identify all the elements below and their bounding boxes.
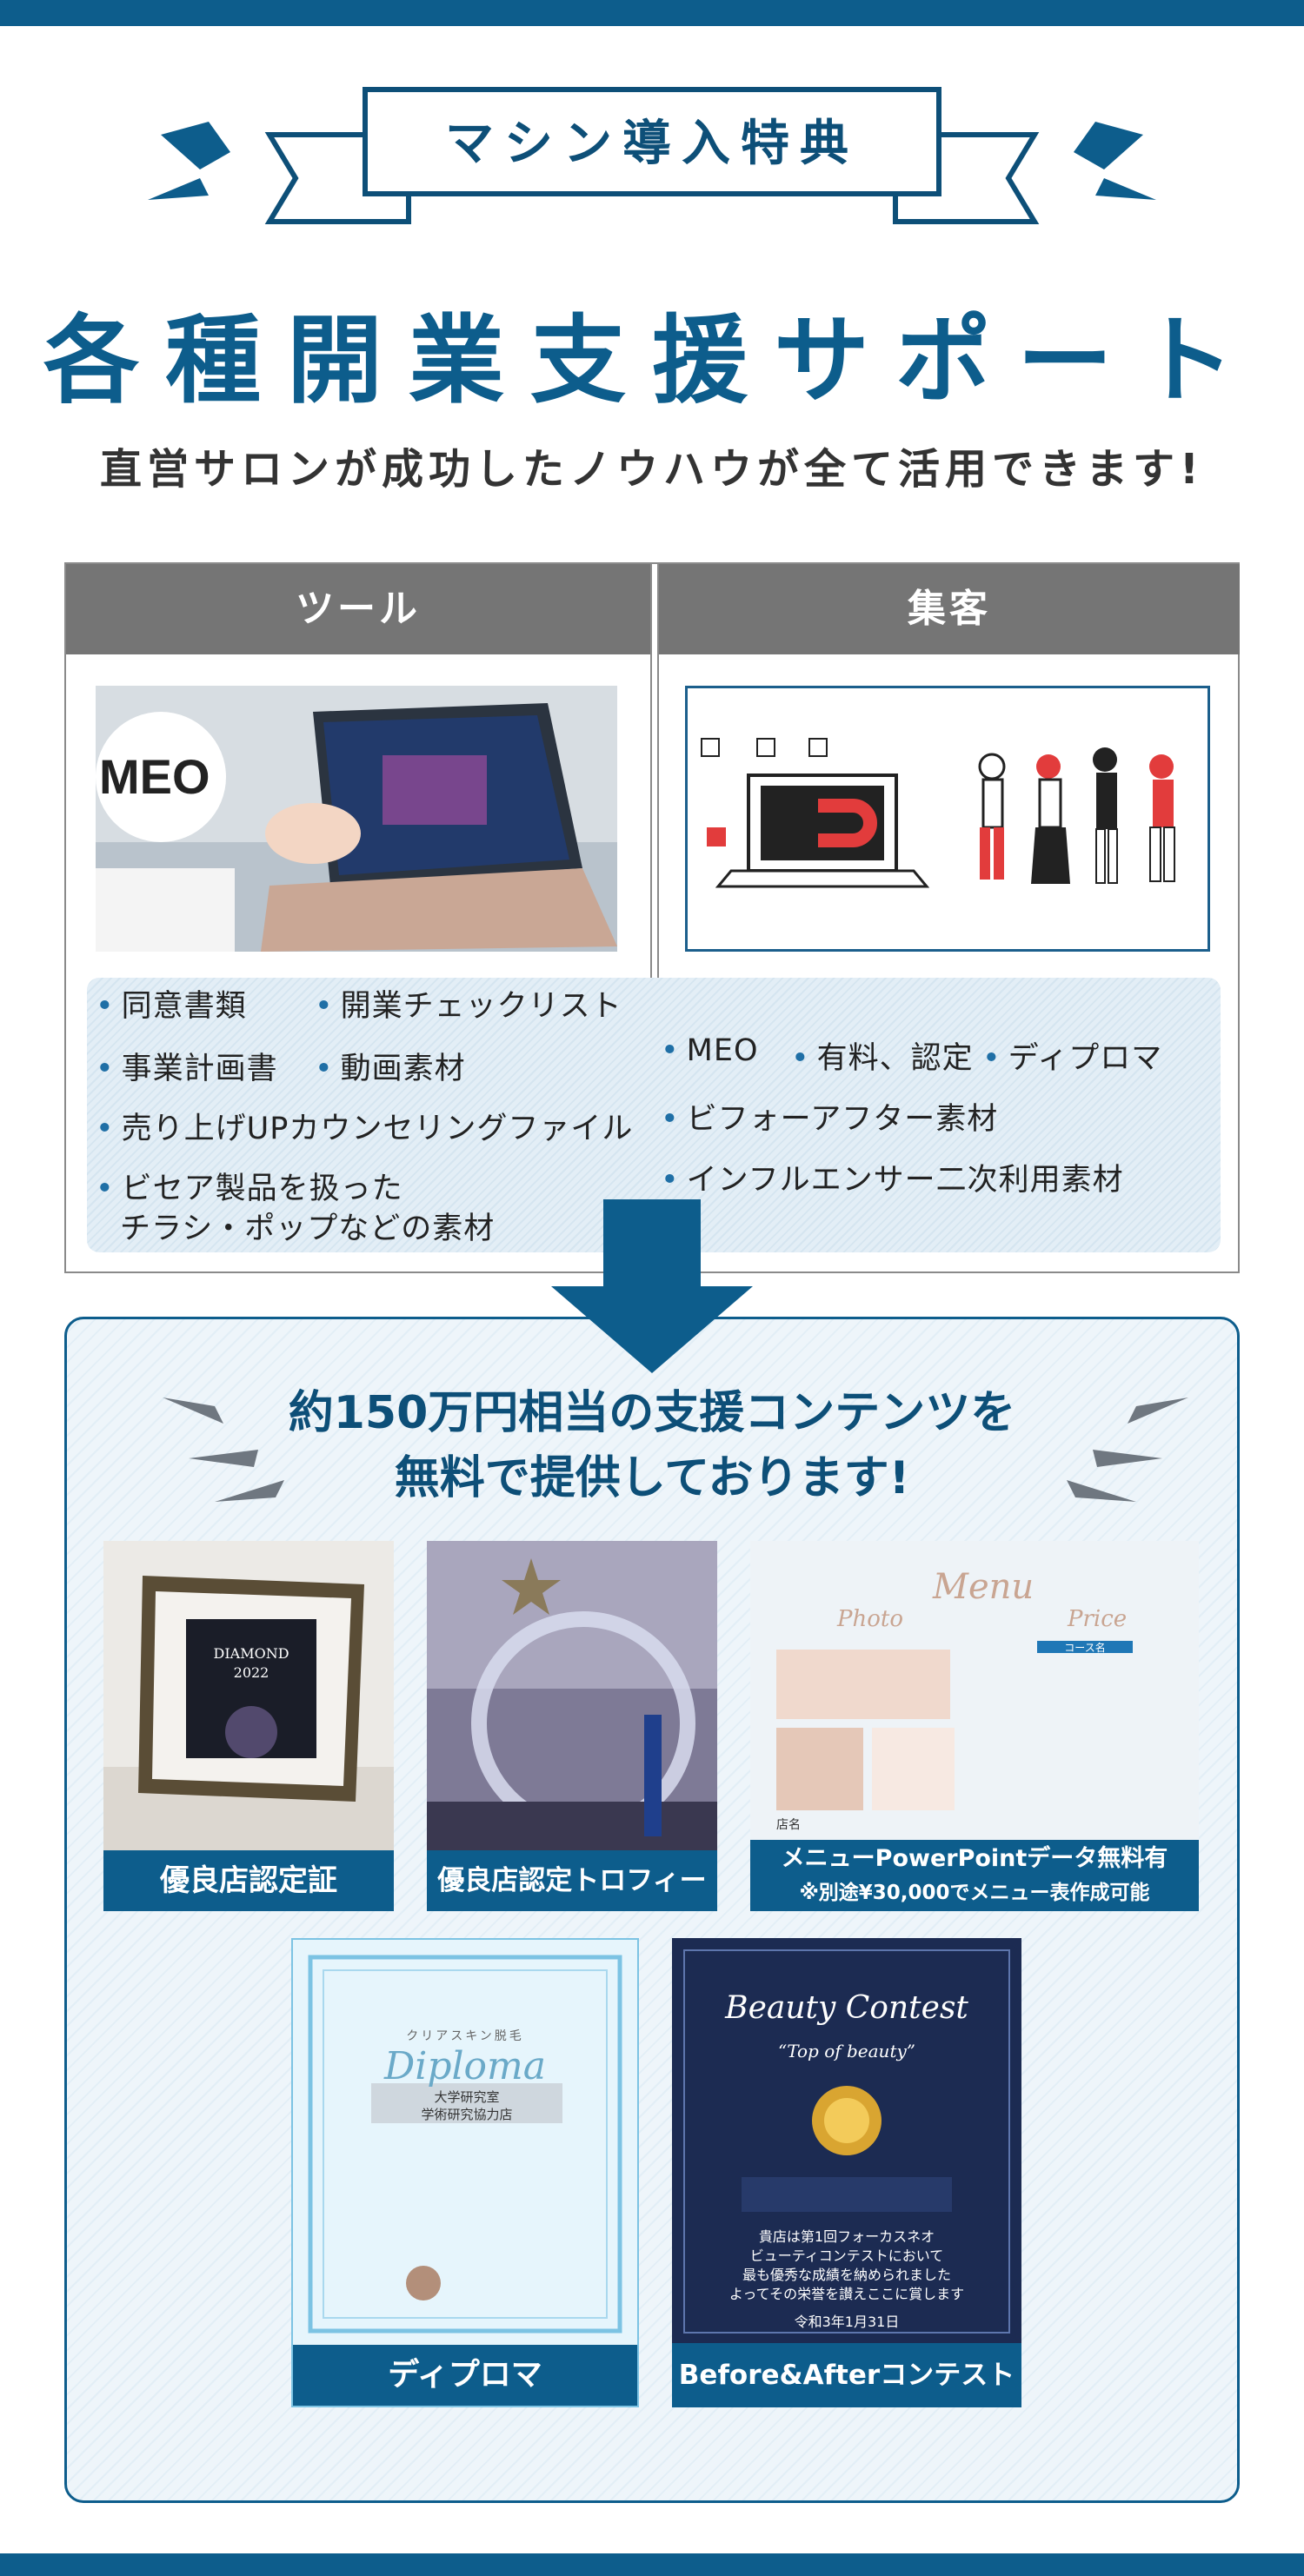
support-message-line2: 無料で提供しております! (394, 1452, 910, 1504)
diploma-caption: ディプロマ (293, 2345, 637, 2406)
marketing-item: •ディプロマ (982, 1041, 1163, 1076)
support-message-line1: 約150万円相当の支援コンテンツを (288, 1387, 1016, 1439)
menu-card: Menu Photo Price コース名 店名 メニューPowerPointデ… (750, 1541, 1199, 1911)
diploma-label1: 大学研究室 (434, 2089, 500, 2105)
tool-item: •動画素材 (315, 1052, 466, 1086)
menu-title: Menu (933, 1567, 1035, 1607)
menu-price-label: Price (1068, 1606, 1128, 1632)
marketing-illustration (685, 686, 1210, 952)
accent-burst-right-icon (1074, 122, 1143, 169)
marketing-item: •インフルエンサー二次利用素材 (661, 1163, 1124, 1198)
tool-header: ツール (66, 564, 650, 654)
benefits-panel: ツール 集客 MEO (64, 562, 1240, 1273)
sub-title: 直営サロンが成功したノウハウが全て活用できます! (100, 445, 1204, 494)
ribbon-badge-graphic (148, 87, 1156, 224)
meo-sign-text: MEO (99, 749, 210, 804)
contest-body-1: 貴店は第1回フォーカスネオ (758, 2228, 935, 2245)
menu-shop-label: 店名 (776, 1818, 801, 1832)
top-bar (0, 0, 1304, 26)
marketing-header: 集客 (659, 564, 1240, 654)
tool-item: •同意書類 (96, 989, 247, 1024)
contest-body-3: 最も優秀な成績を納められました (742, 2267, 951, 2283)
cert-title: DIAMOND (213, 1645, 289, 1662)
contest-title: Beauty Contest (725, 1990, 968, 2026)
contest-body-4: よってその栄誉を讃えここに賞します (729, 2286, 965, 2302)
accent-lines-left-icon (163, 1398, 284, 1502)
contest-card: Beauty Contest “Top of beauty” 貴店は第1回フォー… (672, 1938, 1021, 2407)
contest-body-2: ビューティコンテストにおいて (749, 2247, 944, 2264)
tool-item: •事業計画書 (96, 1052, 278, 1086)
menu-course-label: コース名 (1064, 1642, 1106, 1654)
tool-item: •開業チェックリスト (315, 989, 622, 1024)
tool-item-continued: チラシ・ポップなどの素材 (120, 1212, 496, 1246)
badge-label: マシン導入特典 (445, 116, 859, 172)
tool-photo: MEO (96, 686, 617, 952)
tool-item: •売り上げUPカウンセリングファイル (96, 1112, 634, 1146)
trophy-caption: 優良店認定トロフィー (427, 1850, 717, 1911)
menu-caption: メニューPowerPointデータ無料有 (750, 1840, 1199, 1878)
contest-subtitle: “Top of beauty” (777, 2041, 916, 2061)
menu-photo-label: Photo (837, 1606, 903, 1632)
diploma-card: クリアスキン脱毛 Diploma 大学研究室 学術研究協力店 ディプロマ (291, 1938, 639, 2407)
bottom-bar (0, 2553, 1304, 2576)
contest-caption: Before&Afterコンテスト (672, 2343, 1021, 2407)
menu-note: ※別途¥30,000でメニュー表作成可能 (750, 1878, 1199, 1911)
tool-item: •ビセア製品を扱った (96, 1172, 403, 1206)
diploma-subtitle: クリアスキン脱毛 (406, 2029, 524, 2043)
marketing-item: •MEO (661, 1033, 759, 1068)
main-title: 各種開業支援サポート (43, 305, 1261, 416)
marketing-item: •有料、認定 (791, 1041, 974, 1076)
accent-lines-right-icon (1067, 1398, 1188, 1502)
support-box: 約150万円相当の支援コンテンツを 無料で提供しております! DIAMOND 2… (64, 1317, 1240, 2503)
cert-year: 2022 (233, 1664, 269, 1681)
contest-date: 令和3年1月31日 (794, 2314, 900, 2330)
diploma-label2: 学術研究協力店 (421, 2107, 513, 2122)
marketing-item: •ビフォーアフター素材 (661, 1102, 999, 1137)
accent-burst-left-icon (161, 122, 230, 169)
trophy-card: 優良店認定トロフィー (427, 1541, 717, 1911)
down-arrow-icon (551, 1199, 753, 1373)
certificate-card: DIAMOND 2022 優良店認定証 (103, 1541, 394, 1911)
diploma-title: Diploma (383, 2044, 547, 2088)
certificate-caption: 優良店認定証 (103, 1850, 394, 1911)
panel-divider (650, 564, 659, 1271)
